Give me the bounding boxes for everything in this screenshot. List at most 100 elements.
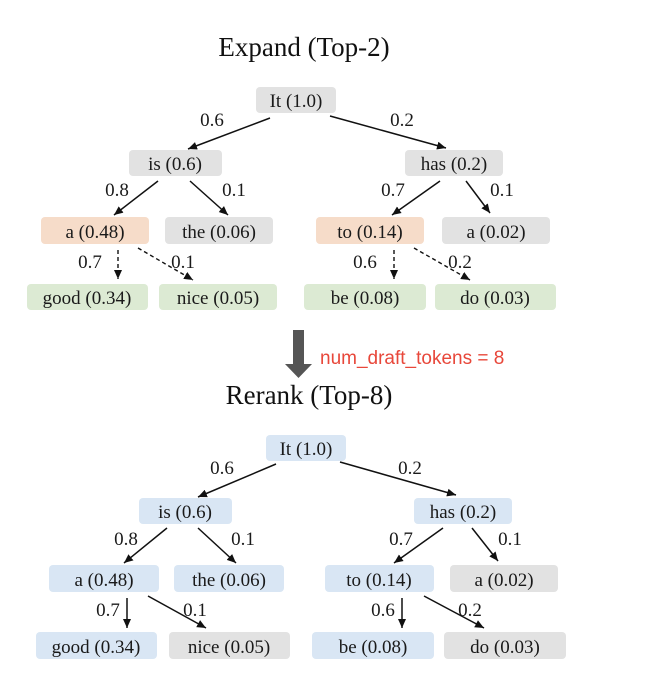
rerank-edge-label-a-good: 0.7 [96,600,120,621]
expand-node-good-box [27,284,148,310]
rerank-edge-it-has [339,461,457,497]
expand-edge-label-has-a2: 0.1 [490,180,514,201]
expand-node-to-label: to (0.14) [337,222,402,243]
rerank-node-do-box [444,632,566,659]
expand-node-the-label: the (0.06) [182,222,256,243]
expand-edge-label-a-nice: 0.1 [171,252,195,273]
rerank-node-good: good (0.34) [36,632,157,659]
rerank-node-good-box [36,632,157,659]
rerank-edge-is-a [123,527,168,564]
expand-edge-has-to [391,180,441,216]
expand-node-a: a (0.48) [41,217,149,244]
rerank-edge-it-is [197,463,277,498]
expand-edge-label-is-the: 0.1 [222,180,246,201]
rerank-node-has: has (0.2) [414,498,512,524]
expand-node-has-box [405,150,503,176]
expand-node-do-label: do (0.03) [460,288,530,309]
expand-node-nice-label: nice (0.05) [177,288,259,309]
rerank-node-be: be (0.08) [312,632,434,659]
expand-edge-is-a [113,180,159,216]
expand-node-is-label: is (0.6) [148,154,202,175]
rerank-node-has-label: has (0.2) [430,502,496,523]
expand-node-to-box [316,217,424,244]
rerank-edge-has-a2 [471,527,499,562]
rerank-node-be-box [312,632,434,659]
rerank-edge-label-to-do: 0.2 [458,600,482,621]
expand-edge-label-a-good: 0.7 [78,252,102,273]
expand-node-a-box [41,217,149,244]
rerank-node-it-box [266,435,346,461]
expand-edge-is-the [189,180,229,216]
rerank-node-good-label: good (0.34) [52,637,141,658]
expand-edge-label-to-do: 0.2 [448,252,472,273]
rerank-edge-a-nice [147,595,207,629]
rerank-node-is-label: is (0.6) [158,502,212,523]
rerank-node-to-box [325,565,434,592]
expand-node-a2-label: a (0.02) [466,222,525,243]
expand-node-the-box [165,217,273,244]
rerank-nodes: It (1.0) is (0.6) has (0.2) a (0.48) the… [36,435,566,659]
expand-node-to: to (0.14) [316,217,424,244]
expand-edge-label-it-is: 0.6 [200,110,224,131]
rerank-node-to-label: to (0.14) [346,570,411,591]
expand-nodes: It (1.0) is (0.6) has (0.2) a (0.48) the… [27,87,556,310]
rerank-edge-is-the [197,527,237,564]
expand-node-it-box [256,87,336,113]
expand-node-do-box [435,284,556,310]
rerank-node-has-box [414,498,512,524]
expand-node-it-label: It (1.0) [270,91,323,112]
rerank-node-is: is (0.6) [139,498,232,524]
expand-node-is-box [129,150,222,176]
expand-edge-to-do [413,247,471,281]
expand-edge-label-is-a: 0.8 [105,180,129,201]
expand-edge-has-a2 [465,180,491,214]
rerank-node-the: the (0.06) [174,565,284,592]
expand-node-nice: nice (0.05) [159,284,277,310]
expand-node-a-label: a (0.48) [65,222,124,243]
rerank-edge-label-is-the: 0.1 [231,529,255,550]
rerank-node-a: a (0.48) [49,565,159,592]
rerank-node-the-label: the (0.06) [192,570,266,591]
expand-node-it: It (1.0) [256,87,336,113]
rerank-node-be-label: be (0.08) [339,637,408,658]
rerank-node-is-box [139,498,232,524]
rerank-edge-to-do [423,595,485,629]
expand-edge-it-is [187,117,271,150]
rerank-edges [123,461,499,629]
expand-title: Expand (Top-2) [218,32,389,62]
expand-edge-label-it-has: 0.2 [390,110,414,131]
rerank-edge-labels: 0.6 0.2 0.8 0.1 0.7 0.1 0.7 0.1 0.6 0.2 [96,458,522,621]
down-arrow-icon [285,330,312,378]
rerank-node-a2-box [450,565,558,592]
rerank-node-do: do (0.03) [444,632,566,659]
rerank-node-do-label: do (0.03) [470,637,540,658]
expand-node-has-label: has (0.2) [421,154,487,175]
num-draft-tokens-annotation: num_draft_tokens = 8 [320,348,504,369]
expand-edge-it-has [329,115,447,150]
expand-node-is: is (0.6) [129,150,222,176]
rerank-node-a-label: a (0.48) [74,570,133,591]
rerank-node-nice-label: nice (0.05) [188,637,270,658]
expand-edge-label-has-to: 0.7 [381,180,405,201]
rerank-node-a-box [49,565,159,592]
rerank-node-a2: a (0.02) [450,565,558,592]
rerank-edge-label-to-be: 0.6 [371,600,395,621]
expand-node-good: good (0.34) [27,284,148,310]
rerank-node-to: to (0.14) [325,565,434,592]
expand-edge-label-to-be: 0.6 [353,252,377,273]
expand-node-be-box [304,284,426,310]
expand-node-has: has (0.2) [405,150,503,176]
rerank-node-the-box [174,565,284,592]
expand-node-a2-box [442,217,550,244]
expand-node-be: be (0.08) [304,284,426,310]
transition: num_draft_tokens = 8 [285,330,504,378]
expand-node-a2: a (0.02) [442,217,550,244]
rerank-edge-label-has-a2: 0.1 [498,529,522,550]
expand-edge-a-nice [137,247,194,281]
rerank-node-it-label: It (1.0) [280,439,333,460]
rerank-edge-label-is-a: 0.8 [114,529,138,550]
rerank-node-a2-label: a (0.02) [474,570,533,591]
expand-node-good-label: good (0.34) [43,288,132,309]
